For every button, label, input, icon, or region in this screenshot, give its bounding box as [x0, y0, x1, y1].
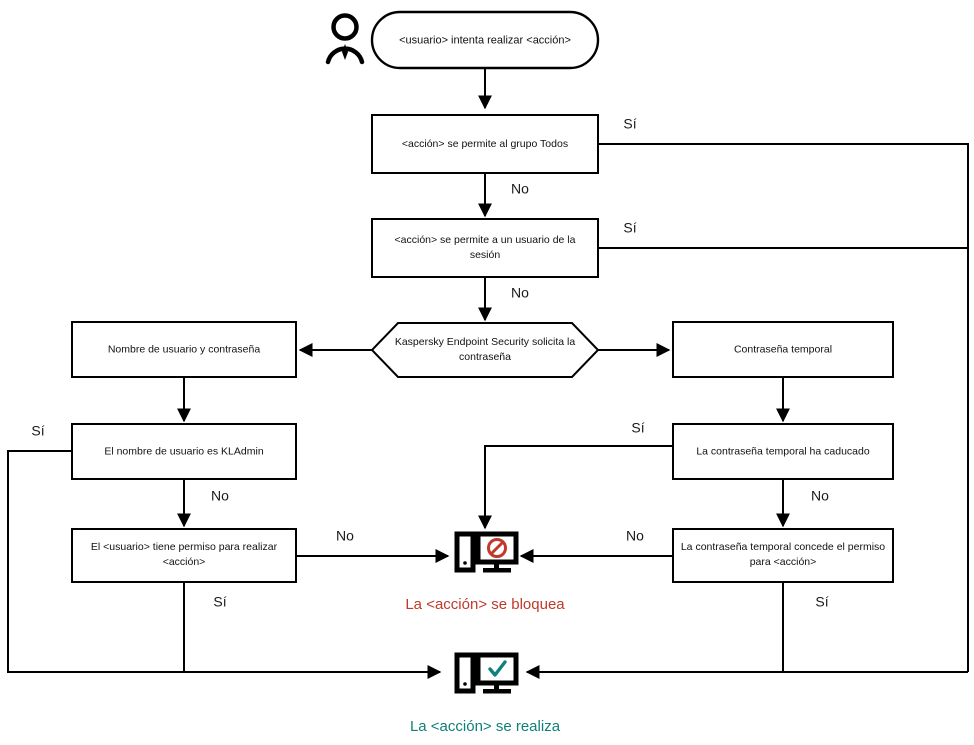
- edge-label-everyone-no: No: [511, 181, 529, 197]
- node-everyone-group[interactable]: <acción> se permite al grupo Todos: [371, 114, 599, 174]
- node-is-kladmin-label: El nombre de usuario es KLAdmin: [104, 445, 263, 457]
- edge-label-grants-yes: Sí: [815, 594, 828, 610]
- node-user-has-permission-label-line2: <acción>: [163, 556, 206, 568]
- node-temp-password[interactable]: Contraseña temporal: [672, 321, 894, 378]
- node-start[interactable]: <usuario> intenta realizar <acción>: [370, 10, 600, 70]
- node-kes-prompt[interactable]: Kaspersky Endpoint Security solicita la …: [370, 322, 600, 378]
- person-icon: [325, 13, 365, 65]
- node-temp-grants-permission[interactable]: La contraseña temporal concede el permis…: [672, 528, 894, 583]
- node-user-has-permission-label-line1: El <usuario> tiene permiso para realizar: [91, 541, 278, 553]
- node-session-user[interactable]: <acción> se permite a un usuario de la s…: [371, 218, 599, 278]
- edge-label-kladmin-no: No: [211, 488, 229, 504]
- outcome-allowed-label: La <acción> se realiza: [410, 718, 561, 735]
- node-user-has-permission[interactable]: El <usuario> tiene permiso para realizar…: [71, 528, 297, 583]
- node-temp-grants-permission-label-line1: La contraseña temporal concede el permis…: [681, 541, 885, 553]
- computer-allowed-icon: [454, 652, 519, 694]
- edge-label-kladmin-yes: Sí: [31, 423, 44, 439]
- edge-label-session-no: No: [511, 285, 529, 301]
- edge-expired-yes: [478, 445, 673, 530]
- node-is-kladmin[interactable]: El nombre de usuario es KLAdmin: [71, 423, 297, 480]
- edge-everyone-yes: [598, 143, 969, 672]
- node-session-user-label-line1: <acción> se permite a un usuario de la: [395, 234, 576, 246]
- node-everyone-group-label: <acción> se permite al grupo Todos: [402, 138, 568, 150]
- edge-label-permission-yes: Sí: [213, 594, 226, 610]
- edge-label-everyone-yes: Sí: [623, 116, 636, 132]
- node-temp-grants-permission-label-line2: para <acción>: [750, 556, 817, 568]
- edge-label-grants-no: No: [626, 528, 644, 544]
- node-temp-expired-label: La contraseña temporal ha caducado: [696, 445, 870, 457]
- outcome-blocked-label: La <acción> se bloquea: [405, 596, 565, 613]
- node-kes-prompt-label-line2: contraseña: [459, 351, 511, 363]
- node-kes-prompt-label-line1: Kaspersky Endpoint Security solicita la: [395, 336, 575, 348]
- edge-label-expired-yes: Sí: [631, 420, 644, 436]
- node-temp-expired[interactable]: La contraseña temporal ha caducado: [672, 423, 894, 480]
- edge-label-expired-no: No: [811, 488, 829, 504]
- node-session-user-label-line2: sesión: [470, 249, 501, 261]
- edge-label-session-yes: Sí: [623, 220, 636, 236]
- node-username-password[interactable]: Nombre de usuario y contraseña: [71, 321, 297, 378]
- node-username-password-label: Nombre de usuario y contraseña: [108, 343, 260, 355]
- node-start-label: <usuario> intenta realizar <acción>: [399, 34, 571, 46]
- edge-label-permission-no: No: [336, 528, 354, 544]
- edge-kladmin-yes: [7, 450, 442, 679]
- node-temp-password-label: Contraseña temporal: [734, 343, 832, 355]
- computer-blocked-icon: [454, 531, 519, 573]
